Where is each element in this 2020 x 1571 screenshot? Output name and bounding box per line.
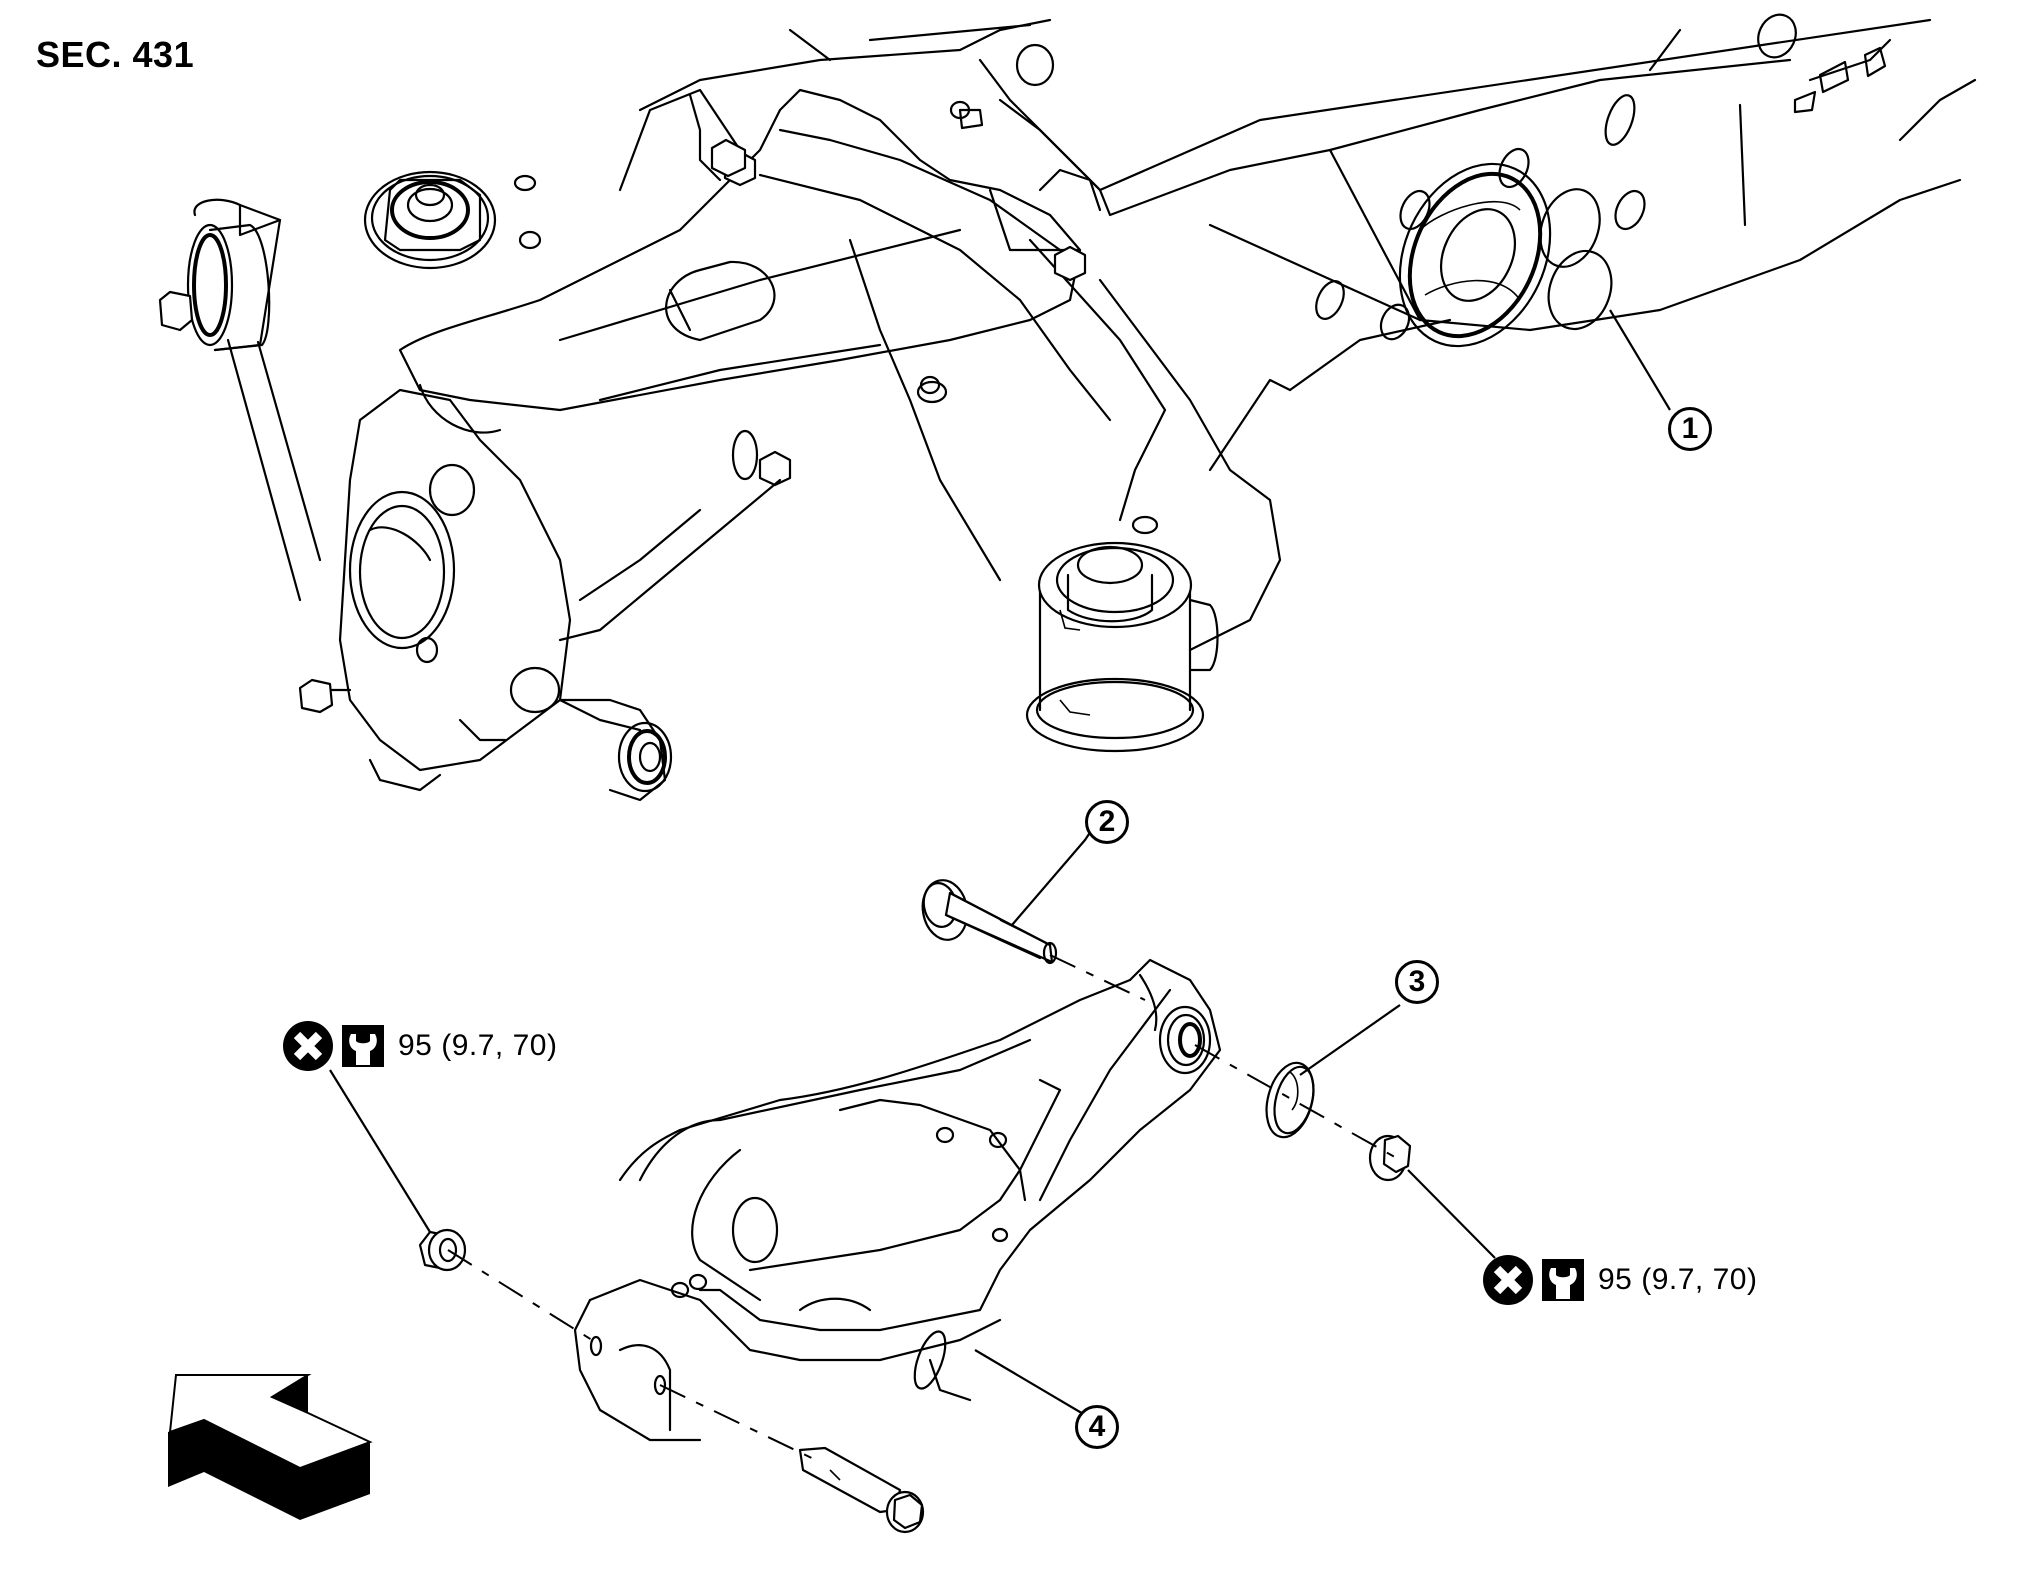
upper-link-and-knuckle [158, 88, 1102, 802]
leader-line-1 [1609, 309, 1671, 411]
torque-value: 95 (9.7, 70) [398, 1029, 558, 1062]
leader-line-torque-right [1407, 1169, 1496, 1259]
bolt-axis-line-right [1194, 1044, 1401, 1161]
leader-line-3 [1299, 1004, 1401, 1076]
torque-value: 95 (9.7, 70) [1598, 1263, 1758, 1296]
callout-3: 3 [1395, 960, 1439, 1004]
adjusting-nut [1368, 1134, 1412, 1182]
leader-line-4 [974, 1349, 1086, 1416]
section-title: SEC. 431 [36, 34, 195, 75]
adjusting-bolt [921, 838, 1087, 965]
member-bushing [1025, 541, 1219, 753]
callout-4: 4 [1075, 1405, 1119, 1449]
tightening-torque-icon [1542, 1259, 1584, 1301]
rear-link [158, 198, 322, 602]
front-direction-arrow-icon [168, 1374, 373, 1520]
bolt-upper-right [1053, 245, 1087, 282]
axle-knuckle [298, 388, 642, 792]
tightening-torque-icon [342, 1025, 384, 1067]
bolt-middle [731, 429, 792, 487]
bolt-upper-left [710, 138, 757, 187]
lower-link [573, 958, 1222, 1442]
lower-link-bolt [798, 1446, 925, 1534]
adjusting-plate [1265, 1061, 1315, 1139]
bolt-axis-line-upper [1049, 954, 1146, 1001]
do-not-reuse-icon [1483, 1255, 1533, 1305]
lower-link-nut [418, 1228, 467, 1272]
leader-line-torque-left [329, 1069, 431, 1233]
bolt-axis-line-lower [447, 1249, 821, 1463]
suspension-member [638, 13, 1977, 753]
torque-spec-left: 95 (9.7, 70) [282, 1020, 557, 1072]
torque-spec-right: 95 (9.7, 70) [1482, 1254, 1757, 1306]
lower-bushing [558, 478, 782, 802]
do-not-reuse-icon [283, 1021, 333, 1071]
callout-2: 2 [1085, 800, 1129, 844]
callout-1: 1 [1668, 407, 1712, 451]
spring-seat [363, 170, 542, 270]
